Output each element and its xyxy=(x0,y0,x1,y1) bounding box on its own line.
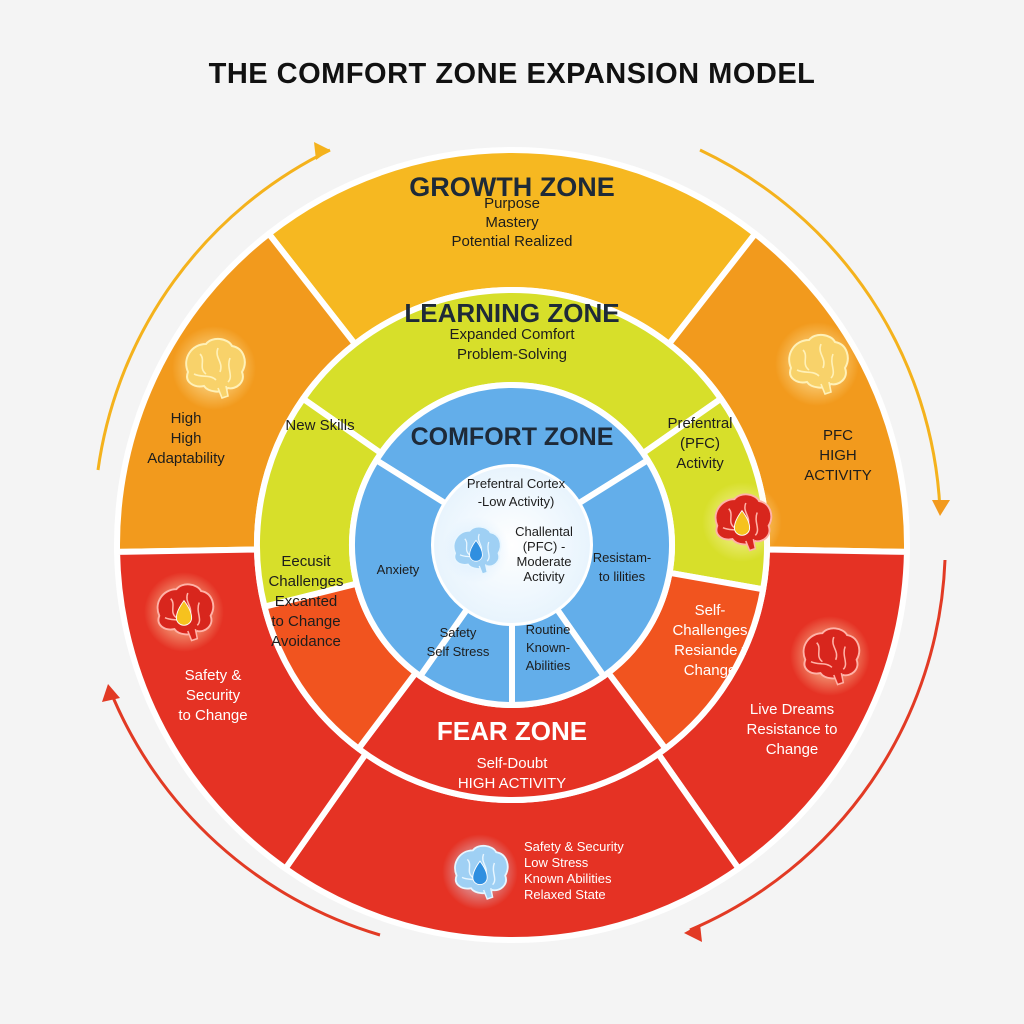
middle-left-line-1: Eecusit xyxy=(281,553,331,570)
outer-bottom-line-1: Safety & Security xyxy=(524,839,624,854)
outer-left-lower-line-2: Security xyxy=(186,687,241,704)
arrow-arc-upper-left xyxy=(96,148,331,471)
outer-left-upper-line-2: High xyxy=(171,430,202,447)
middle-left-line-2: Challenges xyxy=(268,573,343,590)
growth-zone-title: GROWTH ZONE xyxy=(409,172,614,202)
brain-icon-red xyxy=(790,616,870,696)
middle-left-line-4: to Change xyxy=(271,613,340,630)
fear-line-1: Self-Doubt xyxy=(477,755,549,772)
outer-right-upper-line-2: HIGH xyxy=(819,447,857,464)
inner-center-mid-line-2: (PFC) - xyxy=(523,539,566,554)
outer-right-upper-line-3: ACTIVITY xyxy=(804,467,872,484)
brain-icon-water xyxy=(442,834,518,910)
inner-routine-line-3: Abilities xyxy=(526,658,571,673)
inner-center-mid-line-1: Challental xyxy=(515,524,573,539)
arrow-icon xyxy=(932,500,950,516)
learning-zone-title: LEARNING ZONE xyxy=(404,298,619,328)
outer-bottom-line-2: Low Stress xyxy=(524,855,589,870)
middle-left-line-5: Avoidance xyxy=(271,633,341,650)
middle-new-skills: New Skills xyxy=(285,417,354,434)
inner-center-mid-line-3: Moderate xyxy=(517,554,572,569)
zone-rings xyxy=(114,147,910,943)
outer-right-lower-line-2: Resistance to xyxy=(747,721,838,738)
middle-prefrontal-line-1: Prefentral xyxy=(667,415,732,432)
inner-routine-line-1: Routine xyxy=(526,622,571,637)
fear-zone-title: FEAR ZONE xyxy=(437,716,587,746)
middle-self-line-4: Change xyxy=(684,662,737,679)
outer-bottom-line-4: Relaxed State xyxy=(524,887,606,902)
brain-icon xyxy=(775,322,859,406)
arrow-icon xyxy=(314,142,330,160)
outer-left-lower-line-3: to Change xyxy=(178,707,247,724)
diagram-title: THE COMFORT ZONE EXPANSION MODEL xyxy=(208,58,816,90)
learning-line-1: Expanded Comfort xyxy=(449,326,575,343)
outer-right-lower-line-1: Live Dreams xyxy=(750,701,834,718)
outer-left-upper-line-1: High xyxy=(171,410,202,427)
inner-safety-line-2: Self Stress xyxy=(427,644,490,659)
fear-line-2: HIGH ACTIVITY xyxy=(458,775,566,792)
middle-left-line-3: Excanted xyxy=(275,593,338,610)
middle-prefrontal-line-3: Activity xyxy=(676,455,724,472)
arrow-arc-lower-left xyxy=(108,689,381,937)
center-circle xyxy=(434,467,590,623)
inner-resistance-line-1: Resistam- xyxy=(593,550,652,565)
arrow-icon xyxy=(102,684,120,702)
inner-routine-line-2: Known- xyxy=(526,640,570,655)
middle-self-line-3: Resiande t xyxy=(674,642,747,659)
outer-left-upper-line-3: Adaptability xyxy=(147,450,225,467)
middle-self-line-2: Challenges xyxy=(672,622,747,639)
brain-icon-red xyxy=(702,482,782,562)
outer-right-upper-line-1: PFC xyxy=(823,427,853,444)
inner-center-top-line-1: Prefentral Cortex xyxy=(467,476,566,491)
outer-left-lower-line-1: Safety & xyxy=(185,667,242,684)
arrow-arc-upper-right xyxy=(699,148,942,511)
brain-icon-water xyxy=(442,516,510,584)
comfort-zone-title: COMFORT ZONE xyxy=(411,423,614,451)
inner-center-top-line-2: -Low Activity) xyxy=(478,494,555,509)
cycle-arrows xyxy=(96,142,950,942)
middle-prefrontal-line-2: (PFC) xyxy=(680,435,720,452)
outer-bottom-line-3: Known Abilities xyxy=(524,871,612,886)
brain-icon-red xyxy=(144,572,224,652)
middle-self-line-1: Self- xyxy=(695,602,726,619)
arrow-icon xyxy=(684,924,702,942)
inner-anxiety: Anxiety xyxy=(377,562,420,577)
inner-safety-line-1: Safety xyxy=(440,625,477,640)
inner-resistance-line-2: to lilities xyxy=(599,569,646,584)
learning-line-2: Problem-Solving xyxy=(457,346,567,363)
growth-line-3: Potential Realized xyxy=(452,233,573,250)
inner-center-mid-line-4: Activity xyxy=(523,569,565,584)
outer-right-lower-line-3: Change xyxy=(766,741,819,758)
arrow-arc-lower-right xyxy=(689,559,947,932)
brain-icon xyxy=(172,326,256,410)
growth-line-2: Mastery xyxy=(485,214,539,231)
icons-layer xyxy=(144,322,870,910)
growth-line-1: Purpose xyxy=(484,195,540,212)
